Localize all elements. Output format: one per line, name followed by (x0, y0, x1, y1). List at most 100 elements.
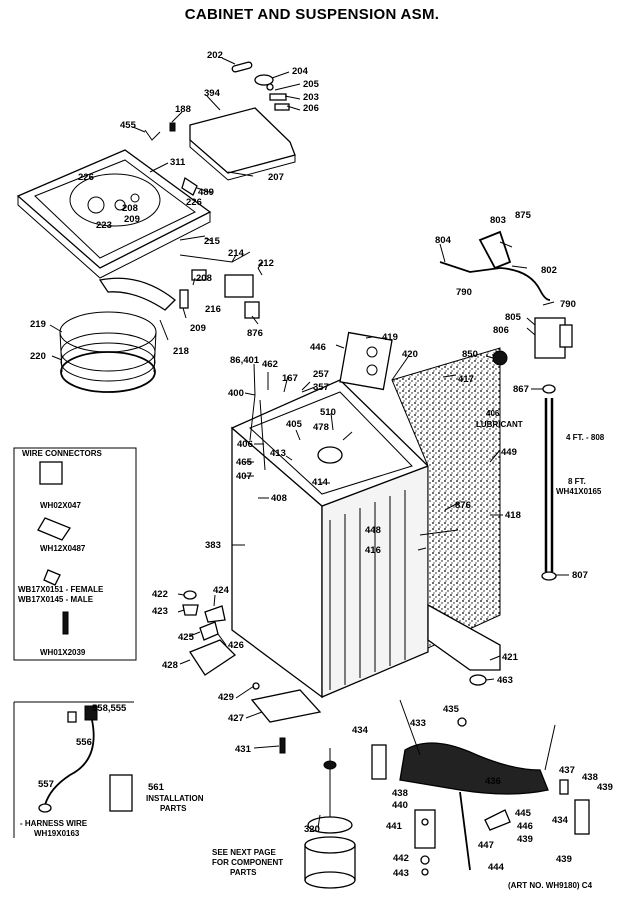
leader-lines (49, 57, 569, 829)
callout-86-401: 86,401 (230, 355, 260, 366)
callout-431: 431 (235, 744, 252, 755)
notes: 406 LUBRICANT 4 FT. - 808 8 FT. WH41X016… (20, 409, 605, 890)
callout-208-a: 208 (122, 203, 138, 214)
callout-805: 805 (505, 312, 522, 323)
callout-426: 426 (228, 640, 244, 651)
callout-446: 446 (310, 342, 326, 353)
callout-446-b: 446 (517, 821, 533, 832)
wire-connector-labels: WIRE CONNECTORS WH02X047 WH12X0487 WB17X… (18, 449, 104, 657)
callout-876-b: 876 (455, 500, 471, 511)
callout-167: 167 (282, 373, 298, 384)
callout-208-b: 208 (196, 273, 212, 284)
connector-part-1: WH02X047 (40, 501, 81, 510)
callout-204: 204 (292, 66, 309, 77)
callout-421: 421 (502, 652, 519, 663)
callout-209-b: 209 (190, 323, 206, 334)
parts-note: PARTS (160, 804, 187, 813)
callout-867: 867 (513, 384, 529, 395)
callout-428: 428 (162, 660, 178, 671)
callout-802: 802 (541, 265, 557, 276)
callout-444: 444 (488, 862, 505, 873)
callout-416: 416 (365, 545, 381, 556)
callout-449: 449 (501, 447, 517, 458)
connector-part-3a: WB17X0151 - FEMALE (18, 585, 104, 594)
callout-357: 357 (313, 382, 329, 393)
callout-790-a: 790 (456, 287, 472, 298)
callout-202: 202 (207, 50, 223, 61)
callout-414: 414 (312, 477, 329, 488)
callout-556: 556 (76, 737, 92, 748)
callout-406: 406 (237, 439, 253, 450)
base-rail (427, 603, 501, 671)
callout-438: 438 (582, 772, 598, 783)
callout-220: 220 (30, 351, 46, 362)
callout-558-555: 558,555 (92, 703, 127, 714)
callout-561: 561 (148, 782, 165, 793)
control-bracket (339, 331, 393, 391)
callout-188: 188 (175, 104, 191, 115)
callout-400: 400 (228, 388, 244, 399)
harness-part-number: WH19X0163 (34, 829, 80, 838)
callout-320: 320 (304, 824, 320, 835)
callout-462: 462 (262, 359, 278, 370)
callout-807: 807 (572, 570, 588, 581)
harness-box (13, 701, 134, 838)
hinge-parts (144, 61, 290, 141)
callout-876-a: 876 (247, 328, 263, 339)
callout-407: 407 (236, 471, 252, 482)
lubricant-number: 406 (486, 409, 500, 418)
callout-438-b: 438 (392, 788, 408, 799)
callout-209-a: 209 (124, 214, 140, 225)
connector-part-2: WH12X0487 (40, 544, 86, 553)
see-next-page-line1: SEE NEXT PAGE (212, 848, 277, 857)
callout-434-a: 434 (352, 725, 369, 736)
harness-wire-note: - HARNESS WIRE (20, 819, 88, 828)
callout-441: 441 (386, 821, 403, 832)
callout-435: 435 (443, 704, 460, 715)
callout-219: 219 (30, 319, 46, 330)
callout-420: 420 (402, 349, 418, 360)
callout-214: 214 (228, 248, 245, 259)
callout-207: 207 (268, 172, 284, 183)
callout-405: 405 (286, 419, 303, 430)
callout-422: 422 (152, 589, 168, 600)
callout-206: 206 (303, 103, 319, 114)
hose-8ft-note: 8 FT. (568, 477, 586, 486)
drive-motor (304, 748, 356, 889)
hose-8ft-part: WH41X0165 (556, 487, 602, 496)
suspension-brackets (182, 590, 322, 754)
callout-223: 223 (96, 220, 112, 231)
callout-442: 442 (393, 853, 409, 864)
art-number: (ART NO. WH9180) C4 (508, 881, 593, 890)
callout-226-a: 226 (78, 172, 94, 183)
callout-212: 212 (258, 258, 274, 269)
diagram-title: CABINET AND SUSPENSION ASM. (184, 6, 440, 23)
callout-489: 489 (198, 187, 214, 198)
callout-216: 216 (205, 304, 221, 315)
connector-part-4: WH01X2039 (40, 648, 86, 657)
callout-394: 394 (204, 88, 221, 99)
callout-203: 203 (303, 92, 319, 103)
callout-437: 437 (559, 765, 575, 776)
callout-439-c: 439 (517, 834, 533, 845)
suspension-base (371, 699, 590, 876)
callout-434-b: 434 (552, 815, 569, 826)
cabinet-body (230, 379, 430, 699)
callout-448: 448 (365, 525, 381, 536)
callout-803: 803 (490, 215, 506, 226)
callout-850: 850 (462, 349, 478, 360)
callout-205: 205 (303, 79, 320, 90)
callout-418: 418 (505, 510, 521, 521)
callout-557: 557 (38, 779, 54, 790)
callout-423: 423 (152, 606, 168, 617)
callout-218: 218 (173, 346, 189, 357)
callout-408: 408 (271, 493, 287, 504)
callout-226-b: 226 (186, 197, 202, 208)
callout-439-b: 439 (556, 854, 572, 865)
callout-440: 440 (392, 800, 408, 811)
tub-ring (59, 277, 176, 393)
callout-443: 443 (393, 868, 409, 879)
callout-labels: 202 204 205 203 206 394 188 455 311 226 … (30, 50, 613, 879)
callout-215: 215 (204, 236, 221, 247)
